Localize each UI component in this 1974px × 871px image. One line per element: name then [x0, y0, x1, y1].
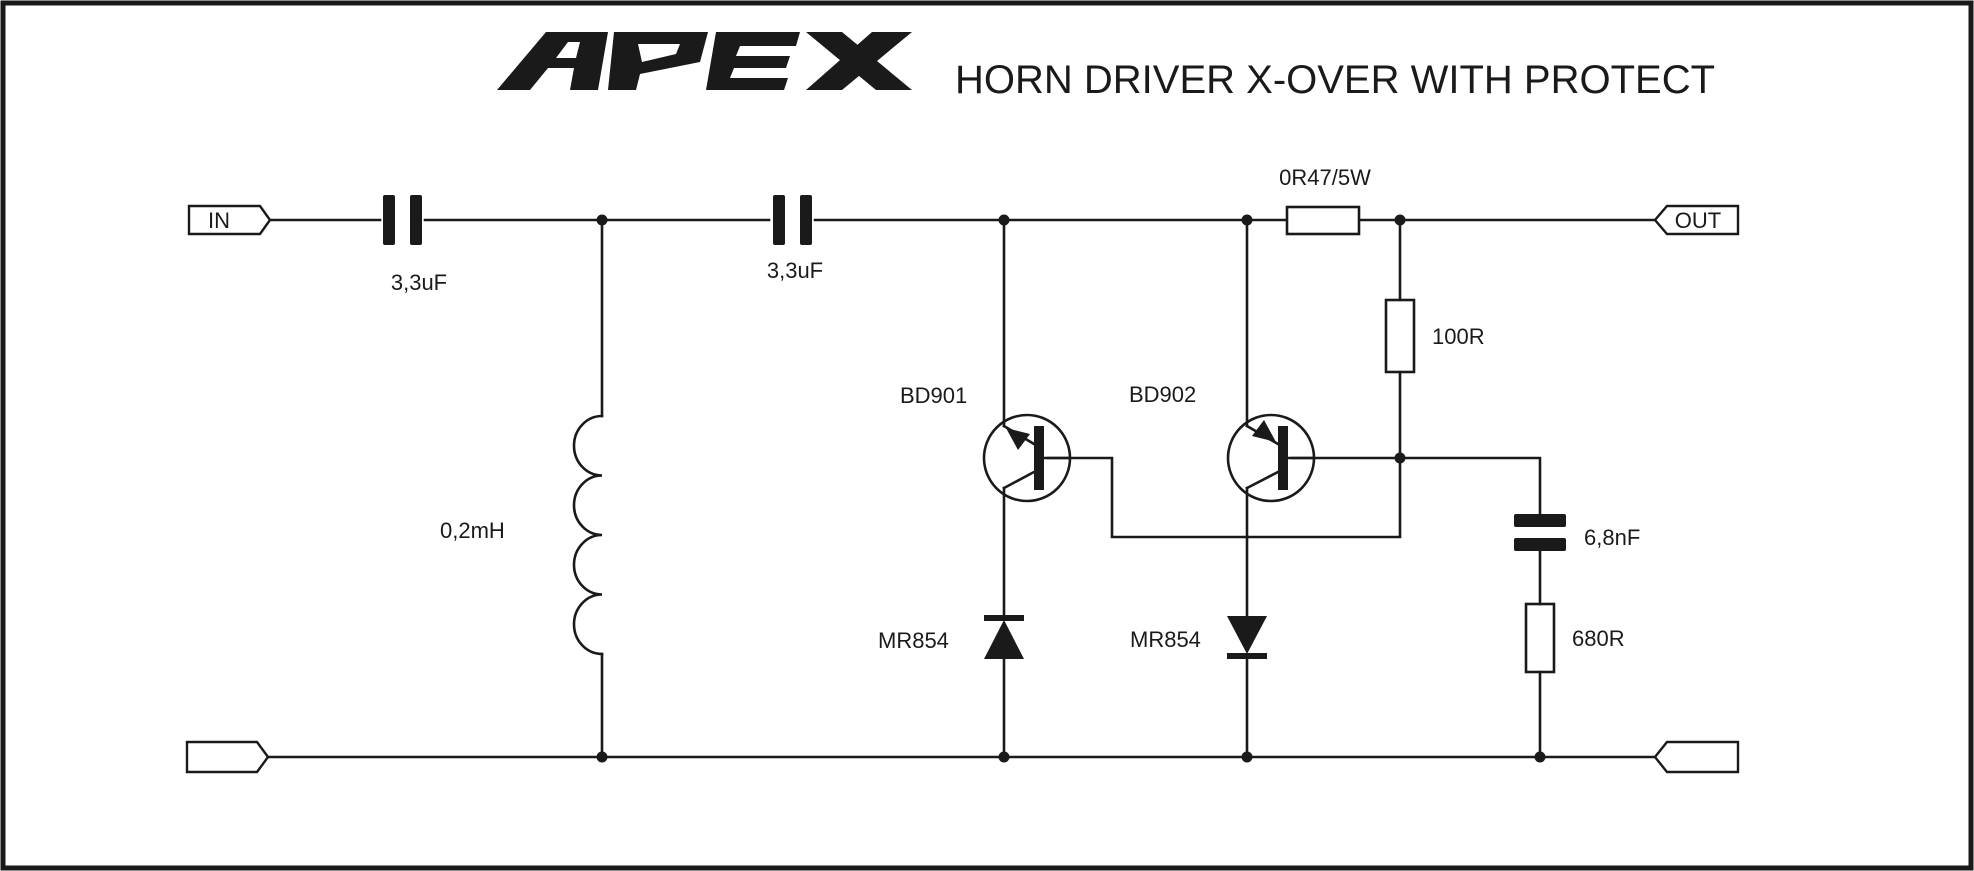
- apex-logo: [497, 32, 912, 90]
- resistor-r3: [1524, 602, 1556, 674]
- label-r1: 0R47/5W: [1279, 165, 1371, 190]
- label-r3: 680R: [1572, 626, 1625, 651]
- junction-dot: [596, 751, 608, 763]
- label-q2: BD902: [1129, 382, 1196, 407]
- label-q1: BD901: [900, 383, 967, 408]
- capacitor-c2: [773, 195, 812, 245]
- logo-text: APEX: [700, 84, 706, 87]
- wiring: [266, 218, 1657, 759]
- wire-q1-base-loop: [1046, 455, 1402, 539]
- junction-dot: [1241, 214, 1253, 226]
- transistor-q2: [1226, 413, 1316, 503]
- label-d2: MR854: [1130, 627, 1201, 652]
- transistor-base-bar: [1034, 426, 1044, 490]
- port-in-label: IN: [208, 208, 230, 233]
- transistor-base-bar: [1278, 426, 1288, 490]
- label-c2: 3,3uF: [767, 258, 823, 283]
- junction-dot: [1534, 751, 1546, 763]
- label-c1: 3,3uF: [391, 270, 447, 295]
- label-r2: 100R: [1432, 324, 1485, 349]
- transistor-q1: [982, 413, 1072, 503]
- capacitor-plate: [773, 195, 785, 245]
- diode-cathode-bar: [1227, 653, 1267, 659]
- diode-d2: [1227, 616, 1267, 659]
- diode-triangle: [1227, 616, 1267, 654]
- junctions: [596, 214, 1546, 763]
- junction-dot: [998, 214, 1010, 226]
- diode-triangle: [984, 620, 1024, 659]
- page-title: HORN DRIVER X-OVER WITH PROTECT: [955, 58, 1715, 102]
- logo-letter-a: [497, 32, 608, 90]
- logo-letter-p-notch: [638, 44, 680, 62]
- transistor-emitter-lead: [1002, 470, 1036, 490]
- capacitor-plate: [410, 195, 422, 245]
- logo-letter-e: [706, 32, 800, 90]
- transistor-emitter-lead: [1245, 470, 1280, 490]
- resistor-r2: [1384, 298, 1416, 374]
- transistor-arrow: [1006, 428, 1030, 450]
- label-c3: 6,8nF: [1584, 525, 1640, 550]
- port-in: IN: [187, 204, 272, 236]
- capacitor-c3: [1514, 514, 1566, 551]
- port-ground-out-shape: [1653, 740, 1740, 774]
- port-in-shape: [187, 204, 272, 236]
- junction-dot: [1394, 452, 1406, 464]
- inductor-l1: [572, 414, 604, 656]
- resistor-r1: [1285, 205, 1361, 236]
- junction-dot: [596, 214, 608, 226]
- logo-letter-a-notch: [556, 42, 580, 58]
- diode-d1: [984, 615, 1024, 659]
- logo-letter-p: [608, 32, 708, 90]
- label-l1: 0,2mH: [440, 518, 505, 543]
- port-out-label: OUT: [1675, 208, 1721, 233]
- port-ground-out: [1653, 740, 1740, 774]
- capacitor-plate: [800, 195, 812, 245]
- capacitor-plate: [1514, 514, 1566, 527]
- capacitor-plate: [1514, 538, 1566, 551]
- junction-dot: [998, 751, 1010, 763]
- wire-q2-base-to-snubber: [1290, 456, 1542, 516]
- port-out: OUT: [1653, 204, 1740, 236]
- port-ground-in-shape: [185, 740, 270, 774]
- port-ground-in: [185, 740, 270, 774]
- diode-cathode-bar: [984, 615, 1024, 621]
- junction-dot: [1394, 214, 1406, 226]
- transistor-arrow: [1252, 420, 1276, 442]
- capacitor-plate: [383, 195, 395, 245]
- label-d1: MR854: [878, 628, 949, 653]
- logo-letter-x-b: [806, 32, 912, 90]
- capacitor-c1: [383, 195, 422, 245]
- port-out-shape: [1653, 204, 1740, 236]
- junction-dot: [1241, 751, 1253, 763]
